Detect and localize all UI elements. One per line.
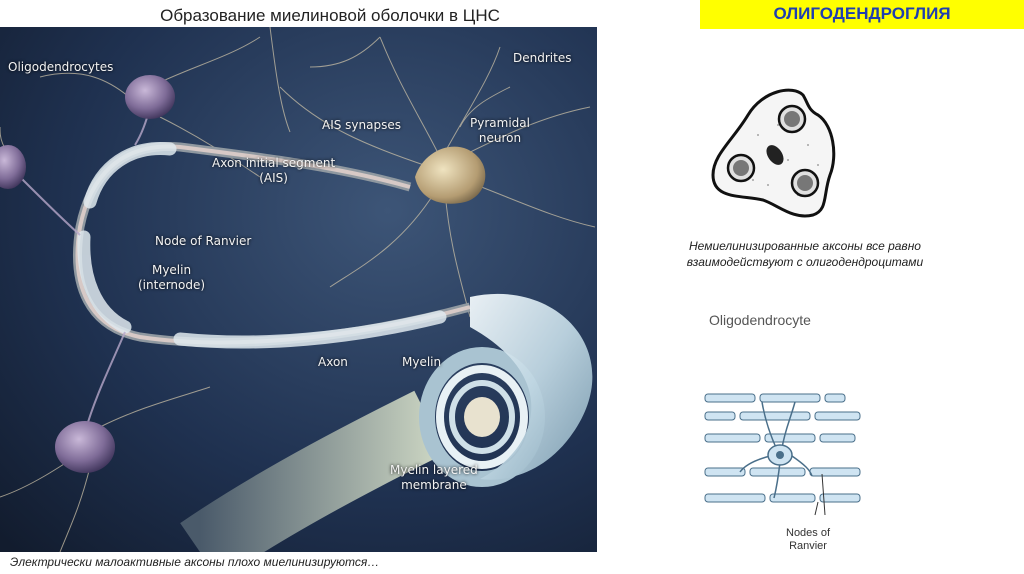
nodes-label-line2: Ranvier <box>789 540 827 552</box>
myelination-illustration: Oligodendrocytes AIS synapses Dendrites … <box>0 27 597 552</box>
label-myelin-internode-line2: (internode) <box>138 278 206 292</box>
label-myelin-layered-line2: membrane <box>401 478 467 492</box>
oligodendrocyte-label: Oligodendrocyte <box>709 312 811 328</box>
topic-badge: ОЛИГОДЕНДРОГЛИЯ <box>700 0 1024 29</box>
label-myelin: Myelin <box>402 355 442 369</box>
label-axon: Axon <box>318 355 348 369</box>
label-ais-line2: (AIS) <box>259 171 288 185</box>
label-myelin-internode-line1: Myelin <box>151 263 192 277</box>
unmyelinated-caption-line1: Немиелинизированные аксоны все равно <box>689 239 921 253</box>
label-node-of-ranvier: Node of Ranvier <box>155 234 252 248</box>
oligodendrocyte-cell-drawing <box>711 88 836 218</box>
bottom-caption: Электрически малоактивные аксоны плохо м… <box>10 555 380 569</box>
label-axon-initial-segment: Axon initial segment (AIS) <box>212 156 335 186</box>
slide-title: Образование миелиновой оболочки в ЦНС <box>160 6 500 25</box>
label-myelin-internode: Myelin (internode) <box>138 263 205 293</box>
illustration-svg <box>0 27 597 552</box>
label-ais-synapses: AIS synapses <box>322 118 401 132</box>
label-oligodendrocytes: Oligodendrocytes <box>8 60 114 74</box>
unmyelinated-caption: Немиелинизированные аксоны все равно вза… <box>650 238 960 270</box>
nodes-of-ranvier-label: Nodes of Ranvier <box>786 527 830 553</box>
label-ais-line1: Axon initial segment <box>212 156 336 170</box>
label-dendrites: Dendrites <box>513 51 572 65</box>
unmyelinated-caption-line2: взаимодействуют с олигодендроцитами <box>686 255 924 269</box>
nodes-label-line1: Nodes of <box>786 527 831 539</box>
label-pyramidal-neuron: Pyramidal neuron <box>470 116 530 146</box>
label-pyramidal-line2: neuron <box>478 131 522 145</box>
label-myelin-layered-line1: Myelin layered <box>390 463 478 477</box>
label-myelin-layered-membrane: Myelin layered membrane <box>390 463 478 493</box>
axon-bundle-drawing <box>704 393 861 516</box>
label-pyramidal-line1: Pyramidal <box>470 116 530 130</box>
